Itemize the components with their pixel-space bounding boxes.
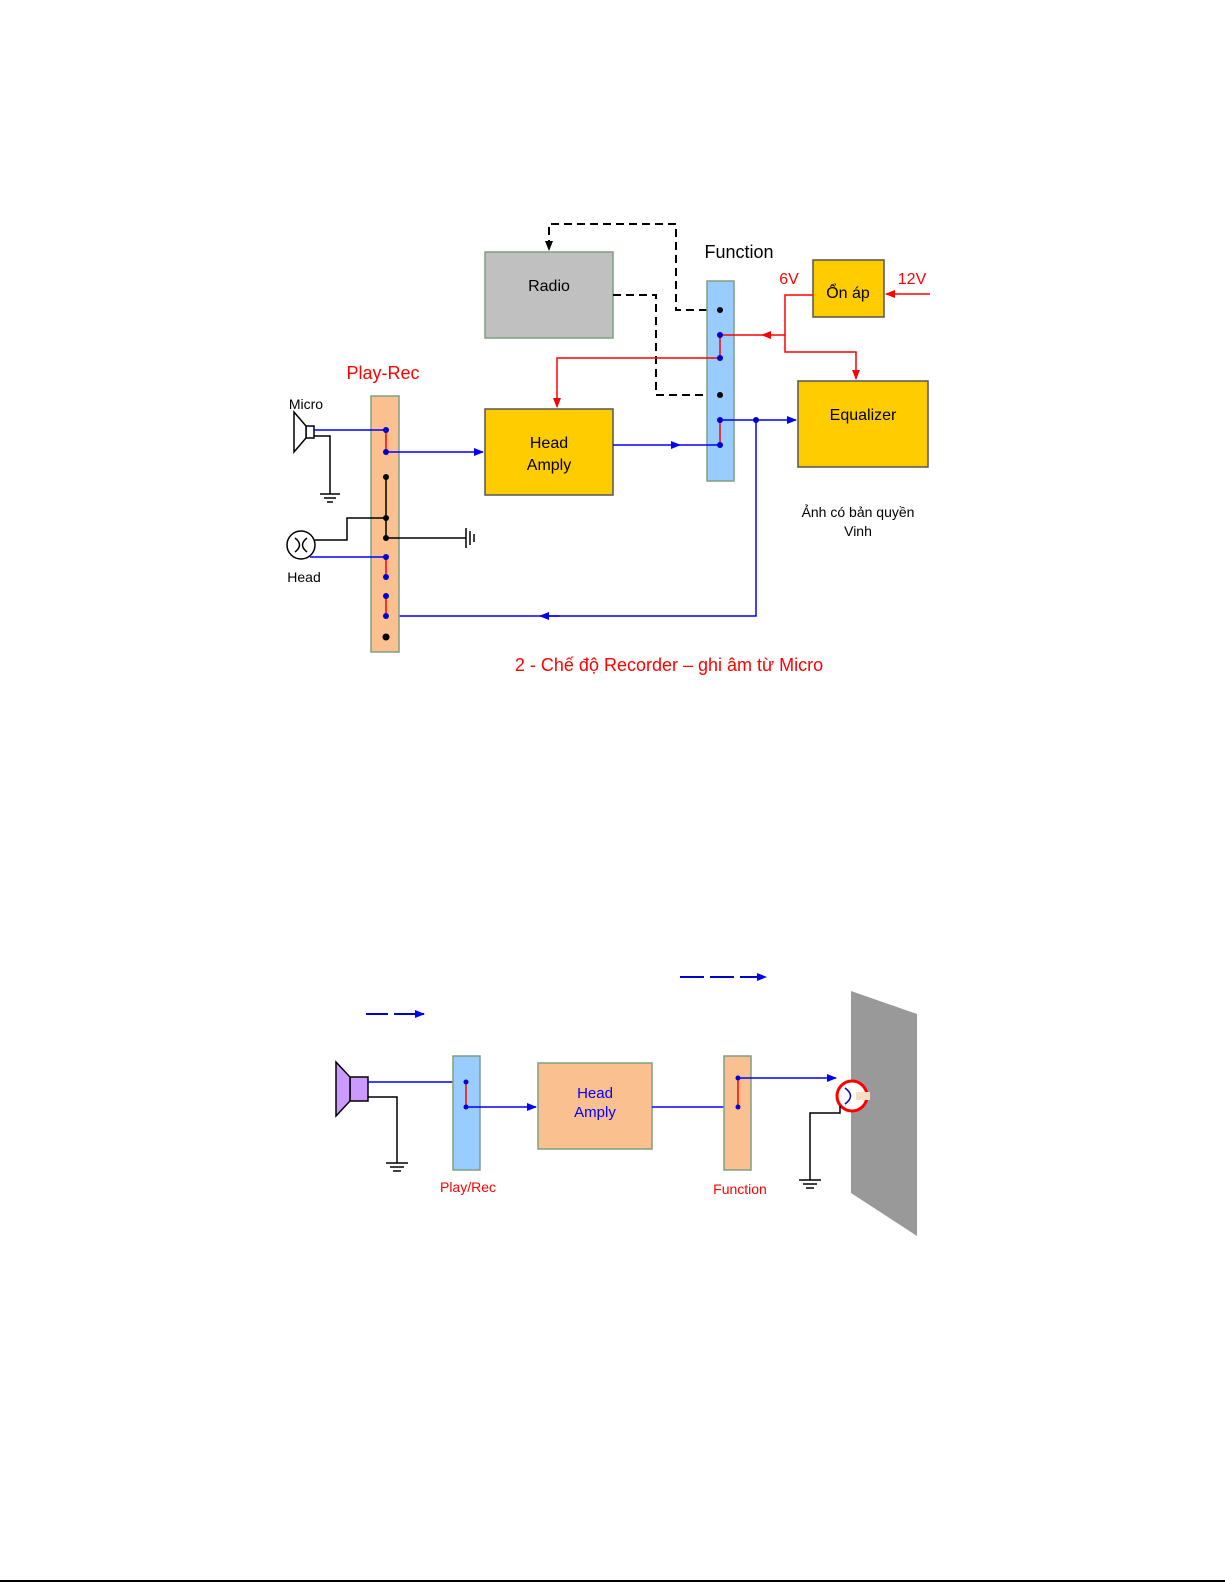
playrec-dot: [464, 1080, 469, 1085]
playrec-dot: [383, 574, 389, 580]
ground-symbol-icon: [799, 1180, 821, 1188]
playrec-dot: [383, 449, 389, 455]
micro-ground-line: [368, 1097, 397, 1163]
head-ground-line: [810, 1106, 840, 1180]
radio-block: [485, 252, 613, 338]
equalizer-block: [798, 381, 928, 467]
function-label: Function: [713, 1181, 767, 1197]
watermark-line2: Vinh: [844, 523, 872, 539]
function-label: Function: [704, 242, 773, 262]
radio-label: Radio: [528, 278, 570, 295]
function-dot: [717, 332, 723, 338]
ground-symbol-icon: [466, 528, 474, 548]
watermark-line1: Ảnh có bản quyền: [802, 504, 915, 520]
function-dot: [717, 355, 723, 361]
playrec-dot: [383, 593, 389, 599]
function-dot: [717, 392, 723, 398]
head-amply-block: [485, 409, 613, 495]
head-amply-label-line1: Head: [530, 435, 568, 452]
recorder-block-diagram: Radio Function Ổn áp 6V 12V Equalizer: [287, 224, 930, 675]
function-switch: [724, 1056, 751, 1170]
function-power-contact: [557, 335, 720, 407]
head-label: Head: [287, 569, 320, 585]
diagram-caption: 2 - Chế độ Recorder – ghi âm từ Micro: [515, 655, 823, 675]
tape-surface: [851, 991, 917, 1236]
function-dot: [717, 307, 723, 313]
playrec-dot: [383, 634, 390, 641]
micro-icon: [294, 412, 314, 452]
ground-symbol-icon: [386, 1163, 408, 1171]
head-amply-label-line2: Amply: [527, 457, 571, 474]
play-rec-switch: [453, 1056, 480, 1170]
micro-icon: [336, 1062, 368, 1116]
on-ap-label: Ổn áp: [826, 283, 870, 302]
playrec-dot: [383, 427, 389, 433]
page-bottom-rule: [0, 1580, 1225, 1582]
head-amply-label-line1: Head: [577, 1085, 613, 1102]
function-dot: [736, 1105, 741, 1110]
6v-label: 6V: [779, 271, 799, 288]
play-rec-label: Play-Rec: [346, 363, 419, 383]
equalizer-label: Equalizer: [830, 407, 897, 424]
playrec-dot: [383, 515, 389, 521]
tape-head-icon: [287, 531, 315, 559]
playrec-dot: [383, 613, 389, 619]
playrec-dot: [383, 535, 389, 541]
micro-label: Micro: [289, 396, 323, 412]
micro-ground-line: [314, 436, 330, 494]
12v-label: 12V: [898, 271, 927, 288]
head-amply-label-line2: Amply: [574, 1104, 616, 1121]
ground-symbol-icon: [320, 494, 340, 502]
playrec-dot: [383, 474, 389, 480]
recording-signal-path-diagram: Play/Rec Head Amply Function: [336, 977, 917, 1236]
playrec-dot: [383, 554, 389, 560]
play-rec-label: Play/Rec: [440, 1179, 496, 1195]
